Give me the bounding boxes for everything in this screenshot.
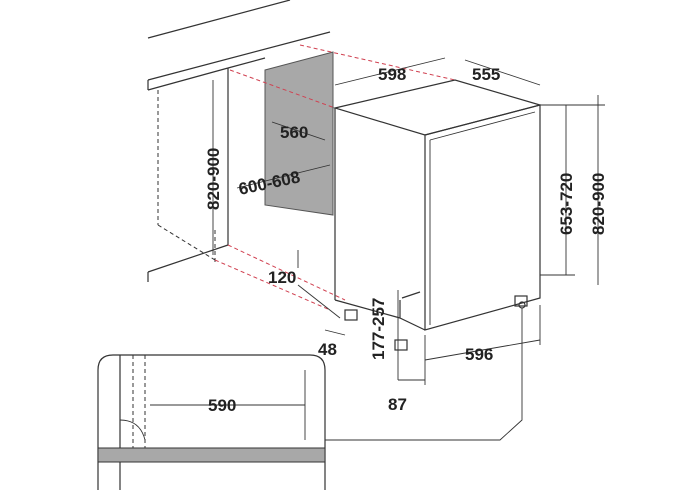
label-appliance-height: 653-720 <box>557 173 576 235</box>
dishwasher <box>332 79 543 351</box>
label-width-top: 598 <box>378 65 406 84</box>
label-plinth-offset: 48 <box>318 340 337 359</box>
label-foot-offset: 87 <box>388 395 407 414</box>
foot-front <box>394 339 408 351</box>
guide-lines <box>214 44 456 311</box>
foot-right <box>514 295 528 307</box>
label-inset-width: 590 <box>208 396 236 415</box>
cabinet-outline <box>147 57 266 282</box>
label-plinth-height: 120 <box>268 268 296 287</box>
label-door-width: 596 <box>465 345 493 364</box>
dimension-lines <box>212 57 605 441</box>
back-panel <box>264 51 334 216</box>
label-door-lower: 177-257 <box>369 298 388 360</box>
foot-left <box>344 309 358 321</box>
inset-detail <box>97 354 326 490</box>
label-depth-top: 555 <box>472 65 500 84</box>
countertop <box>147 0 331 91</box>
label-total-height: 820-900 <box>589 173 608 235</box>
label-niche-depth: 560 <box>280 123 308 142</box>
label-niche-height: 820-900 <box>204 148 223 210</box>
